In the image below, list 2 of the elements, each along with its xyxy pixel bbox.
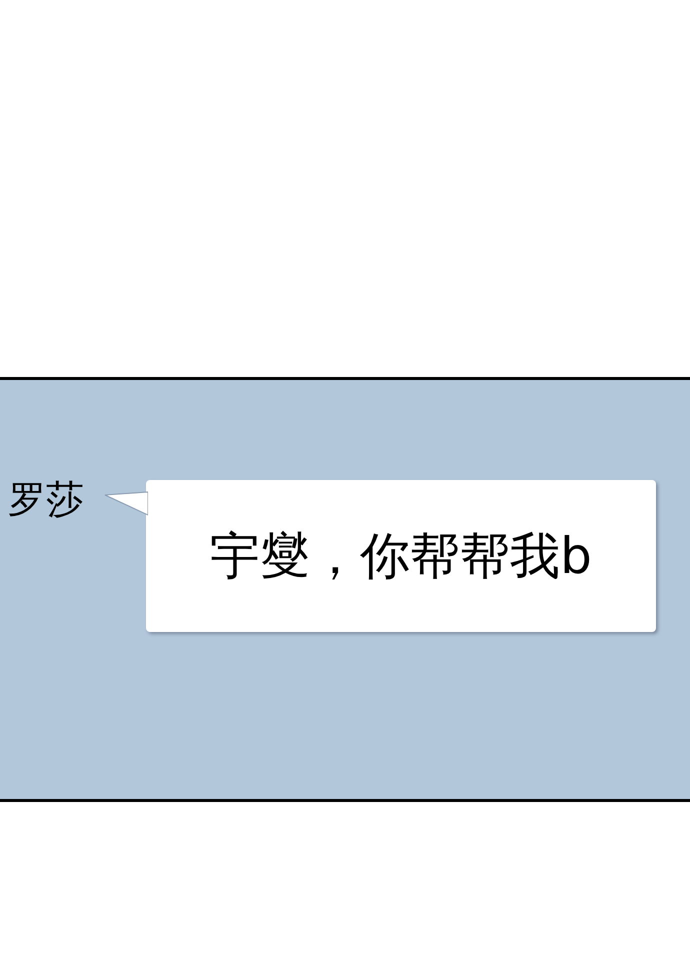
- speech-bubble: 宇燮，你帮帮我b: [146, 480, 656, 632]
- speaker-name: 罗莎: [8, 476, 84, 523]
